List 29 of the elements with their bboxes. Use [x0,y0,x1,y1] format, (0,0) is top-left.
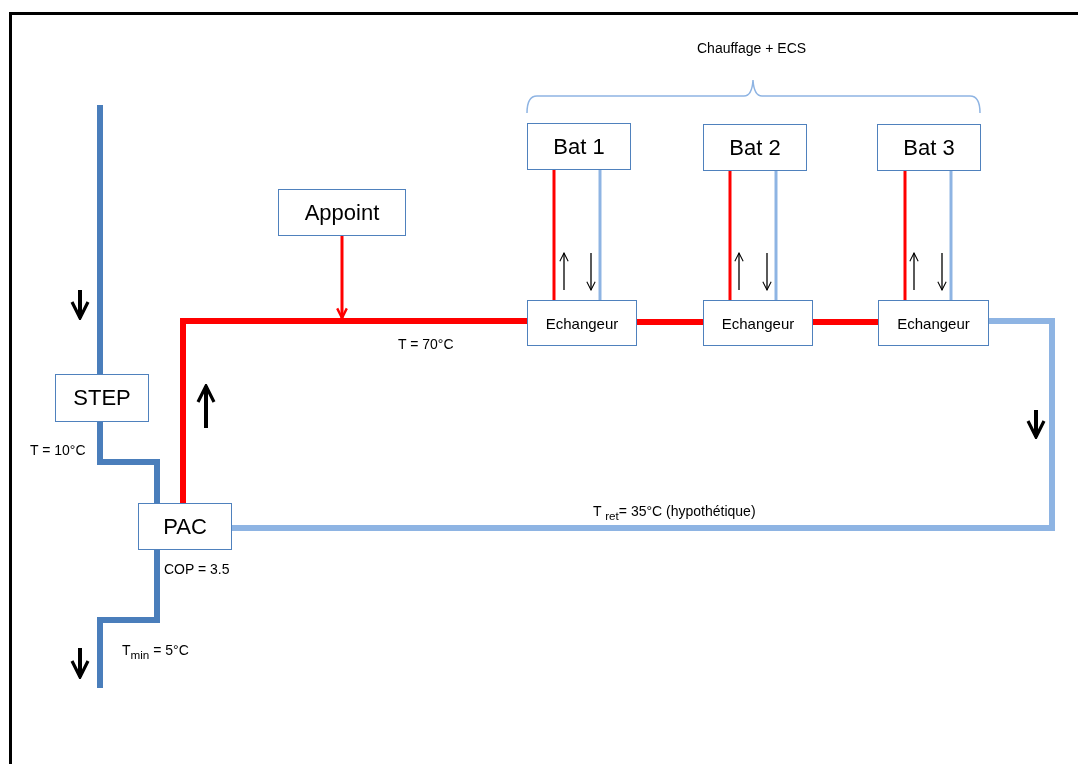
pipe-line [774,171,778,300]
annotation-text: T = 10°C [30,442,86,458]
component-box: Appoint [278,189,406,236]
component-box: Bat 3 [877,124,981,171]
component-box: Bat 2 [703,124,807,171]
pipe-line [180,318,527,503]
pipe-line [728,171,732,300]
annotation-text: T $_{ret}$= 35°C (hypothétique) [593,503,756,522]
component-box: PAC [138,503,232,550]
pipe-line [552,170,556,300]
annotation-text: Chauffage + ECS [697,40,807,56]
pipe-line [232,318,1055,531]
pipe-line [97,550,160,688]
annotation-text: T$_{min}$ = 5°C [122,642,189,661]
component-box: STEP [55,374,149,422]
annotation-text: COP = 3.5 [164,561,230,577]
pipe-line [949,171,953,300]
pipe-line [97,422,160,503]
component-box: Echangeur [878,300,989,346]
pipe-line [813,319,878,325]
component-box: Bat 1 [527,123,631,170]
annotation-text: T = 70°C [398,336,454,352]
pipe-line [598,170,602,300]
pipe-line [903,171,907,300]
pipe-line [97,105,103,374]
pipe-line [637,319,703,325]
component-box: Echangeur [527,300,637,346]
pipe-line [336,236,348,320]
component-box: Echangeur [703,300,813,346]
